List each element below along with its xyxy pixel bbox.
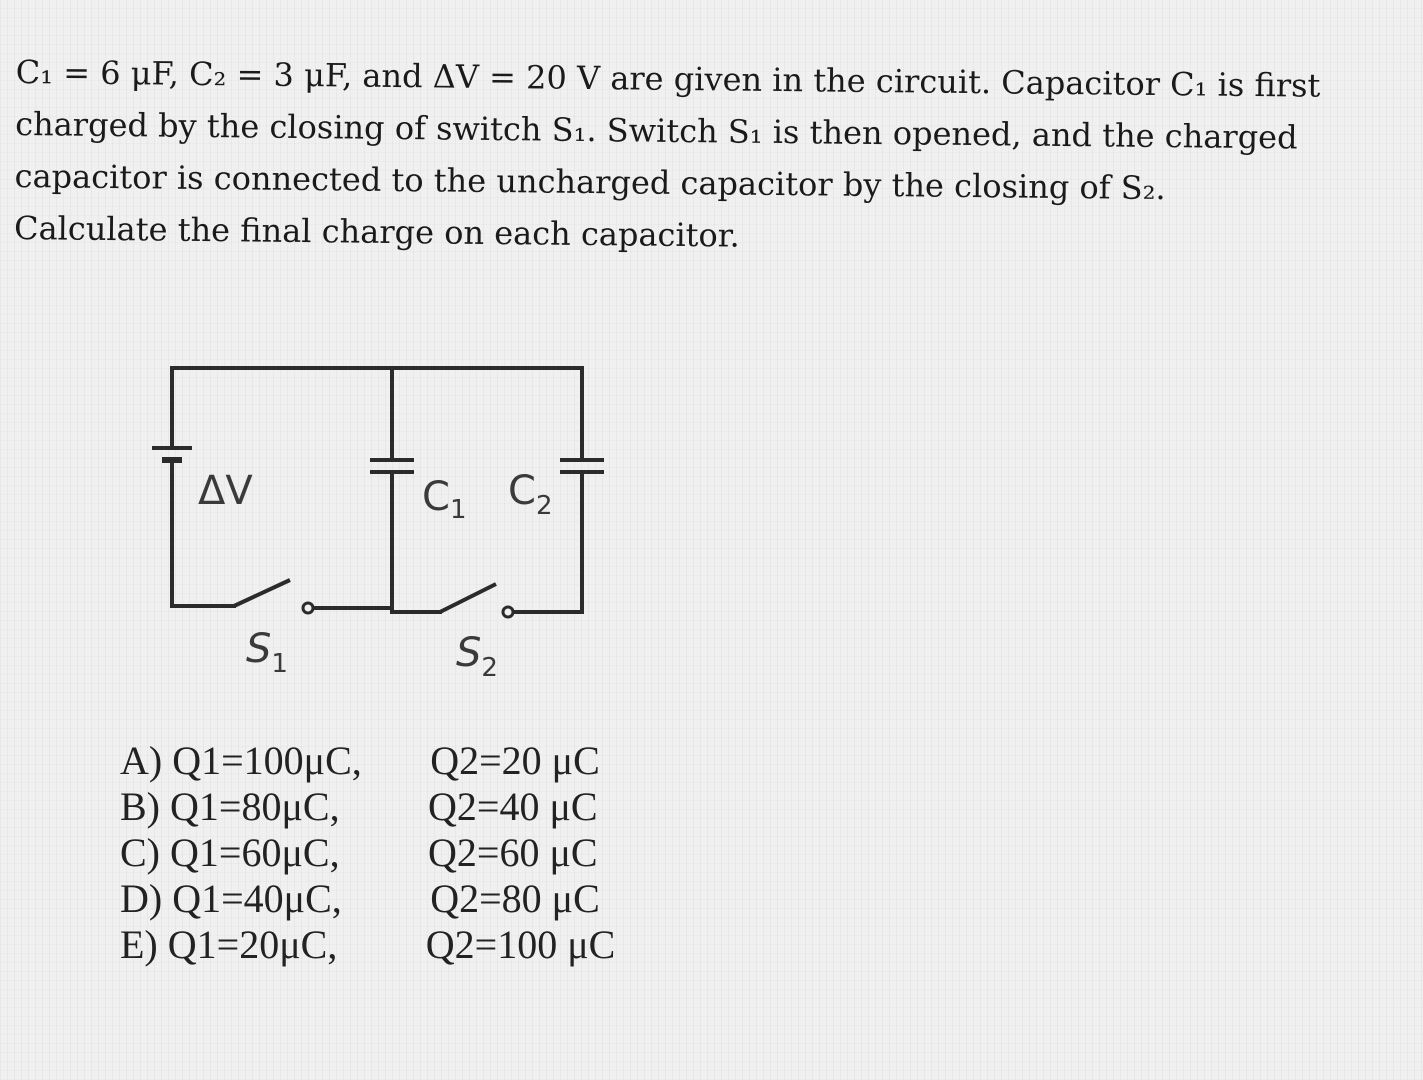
s2-label: S2 <box>456 630 498 683</box>
option-letter: C) <box>120 830 160 875</box>
option-letter: A) <box>120 738 163 783</box>
option-q2: Q2=40 μC <box>428 784 598 829</box>
option-letter: D) <box>120 876 163 921</box>
circuit-svg: ΔV C1 C2 S1 S2 <box>152 366 604 683</box>
option-q1: Q1=80μC, <box>170 784 340 829</box>
option-c[interactable]: C) Q1=60μC, Q2=60 μC <box>120 830 615 876</box>
right-wire-lower <box>510 470 584 614</box>
option-q1: Q1=100μC, <box>172 738 362 783</box>
switch-s1-icon <box>233 578 315 615</box>
c2-label: C2 <box>508 468 552 521</box>
middle-wire-lower <box>390 470 442 614</box>
left-wire-lower <box>170 458 236 608</box>
option-a[interactable]: A) Q1=100μC, Q2=20 μC <box>120 738 615 784</box>
option-b[interactable]: B) Q1=80μC, Q2=40 μC <box>120 784 615 830</box>
option-q1: Q1=40μC, <box>172 876 342 921</box>
c1-label: C1 <box>422 474 466 525</box>
option-e[interactable]: E) Q1=20μC, Q2=100 μC <box>120 922 615 968</box>
battery-label: ΔV <box>198 468 253 514</box>
capacitor-c2-icon <box>560 458 604 474</box>
switch-s2-icon <box>439 582 515 619</box>
option-q1: Q1=20μC, <box>167 922 338 967</box>
circuit-diagram: ΔV C1 C2 S1 S2 <box>140 340 640 700</box>
battery-icon <box>152 446 192 463</box>
s1-label: S1 <box>246 626 288 679</box>
option-q2: Q2=20 μC <box>430 738 600 783</box>
option-q2: Q2=60 μC <box>428 830 598 875</box>
option-d[interactable]: D) Q1=40μC, Q2=80 μC <box>120 876 615 922</box>
option-letter: E) <box>120 922 158 967</box>
option-q2: Q2=100 μC <box>425 922 616 967</box>
answer-options: A) Q1=100μC, Q2=20 μC B) Q1=80μC, Q2=40 μC… <box>120 738 615 968</box>
capacitor-c1-icon <box>370 458 414 474</box>
option-letter: B) <box>120 784 160 829</box>
option-q2: Q2=80 μC <box>430 876 600 921</box>
question-text: C₁ = 6 μF, C₂ = 3 μF, and ΔV = 20 V are … <box>14 46 1396 268</box>
option-q1: Q1=60μC, <box>170 830 340 875</box>
